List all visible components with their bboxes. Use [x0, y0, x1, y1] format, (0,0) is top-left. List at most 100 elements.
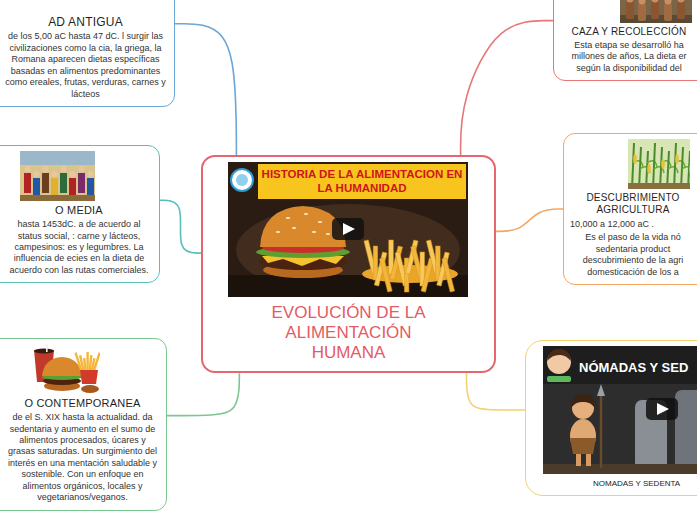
video-title: HISTORIA DE LA ALIMENTACION EN LA HUMANI…: [258, 164, 466, 199]
sesame-seed: [276, 231, 280, 233]
corn-cob: [675, 154, 679, 164]
art-shape: [547, 376, 571, 382]
branch-connector: [160, 200, 201, 253]
era-box: CAZA Y RECOLECCIÓN Esta etapa se desarrol…: [553, 0, 697, 81]
sesame-seed: [318, 221, 322, 223]
branch-body: de el S. XIX hasta la actualidad. da sed…: [5, 412, 160, 503]
straw: [46, 344, 48, 352]
corn-stalk: [674, 143, 676, 189]
corn-stalk: [660, 147, 662, 189]
hunters-picture: [620, 0, 692, 23]
hunter-body: [651, 1, 659, 19]
figure: [60, 173, 67, 193]
branch-heading: AD ANTIGUA: [5, 15, 166, 29]
corn-leaf: [668, 167, 678, 173]
picture-ground: [628, 139, 690, 189]
hunter-head: [652, 0, 659, 3]
branch-connector: [496, 209, 563, 231]
central-topic: HISTORIA DE LA ALIMENTACION EN LA HUMANI…: [201, 155, 496, 373]
art-shape: [20, 151, 95, 165]
art-shape: [547, 349, 571, 361]
sesame-seed: [326, 233, 330, 235]
picture-frame: [28, 344, 100, 394]
figure-head: [88, 171, 94, 177]
corn-cob: [647, 164, 651, 174]
figure-head: [43, 166, 49, 172]
stone-pillar: [675, 390, 697, 470]
chicken-leg: [81, 385, 99, 393]
hunter-head: [678, 0, 685, 3]
fries-box: [80, 370, 98, 384]
branch-heading: O MEDIA: [5, 204, 153, 217]
hunter-head: [627, 0, 634, 3]
thumbnail-ground: [228, 162, 468, 297]
picture-frame: [20, 151, 95, 201]
caveman-hair: [571, 394, 595, 408]
video-box: NÓMADAS Y SED NOMADAS Y SEDENTA: [525, 340, 697, 496]
figure-head: [70, 171, 76, 177]
hunter-body: [677, 1, 685, 19]
corn-cob: [633, 154, 637, 164]
sesame-seed: [286, 217, 290, 219]
art-shape: [236, 174, 248, 186]
branch-body: Esta etapa se desarrolló ha millones de …: [560, 40, 697, 74]
medieval-painting: [20, 151, 95, 201]
painting-ground: [20, 151, 95, 201]
picture-frame: NÓMADAS Y SED: [543, 346, 697, 474]
picture-frame: [620, 0, 692, 23]
hunter-body: [638, 3, 646, 21]
play-button: [646, 398, 678, 420]
cornfield-picture: [628, 139, 690, 189]
play-button: [332, 218, 364, 240]
fast-food-picture: [28, 344, 100, 394]
corn-stalk: [653, 143, 655, 189]
play-icon: [657, 403, 669, 415]
branch-body: 10,000 a 12,000 aC .: [570, 219, 696, 230]
figure: [78, 173, 85, 193]
branch-connector: [467, 373, 526, 410]
picture-frame: [628, 139, 690, 189]
caveman-body: [570, 419, 596, 453]
burger-bun: [42, 357, 82, 376]
era-box: O CONTEMPORANEA de el S. XIX hasta la act…: [0, 338, 167, 511]
figure-head: [25, 166, 31, 172]
figure-head: [61, 166, 67, 172]
hunter-head: [639, 0, 646, 5]
spear: [600, 394, 603, 468]
corn-cob: [689, 164, 690, 174]
branch-connector: [167, 373, 239, 416]
branch-heading: CAZA Y RECOLECCIÓN: [560, 26, 697, 38]
corn-stalk: [632, 143, 634, 189]
branch-body: Es el paso de la vida nó sedentaria prod…: [570, 232, 696, 278]
video-caption: NOMADAS Y SEDENTA: [593, 479, 697, 489]
art-shape: [34, 349, 54, 354]
era-box: DESCUBRIMIENTO AGRICULTURA10,000 a 12,00…: [563, 133, 697, 285]
branch-connector: [175, 24, 236, 155]
branch-heading: O CONTEMPORANEA: [5, 397, 160, 410]
era-box: O MEDIA hasta 1453dC. a de acuerdo al sta…: [0, 145, 160, 283]
branch-connector: [461, 21, 553, 155]
picture-frame: HISTORIA DE LA ALIMENTACION EN LA HUMANI…: [228, 162, 468, 297]
thumbnail-ground: [543, 346, 697, 474]
figure-head: [52, 171, 58, 177]
hunter-body: [626, 1, 634, 19]
branch-body: de los 5,00 aC hasta 47 dC. l surgir las…: [5, 31, 166, 100]
art-shape: [543, 346, 697, 384]
figure-head: [34, 171, 40, 177]
branch-body: hasta 1453dC. a de acuerdo al status soc…: [5, 219, 153, 276]
figure: [42, 173, 49, 193]
central-title: EVOLUCIÓN DE LA ALIMENTACIÓN HUMANA: [249, 303, 449, 363]
sesame-seed: [292, 227, 296, 229]
caveman-loincloth: [570, 438, 596, 454]
art-shape: [628, 183, 690, 189]
hunter-head: [665, 0, 672, 5]
picture-ground: [620, 0, 692, 23]
play-icon: [343, 223, 355, 235]
corn-cob: [661, 159, 665, 169]
art-shape: [20, 195, 95, 201]
figure: [24, 173, 31, 193]
sesame-seed: [312, 231, 316, 233]
ground: [543, 464, 697, 474]
channel-logo: [231, 169, 253, 191]
